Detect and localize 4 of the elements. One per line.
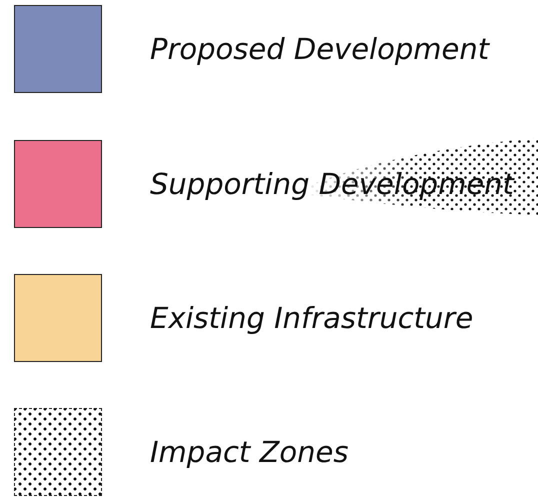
legend-label: Impact Zones xyxy=(150,434,348,470)
legend-label: Proposed Development xyxy=(150,31,490,67)
legend-label: Supporting Development xyxy=(150,166,514,202)
legend-label: Existing Infrastructure xyxy=(150,300,474,336)
